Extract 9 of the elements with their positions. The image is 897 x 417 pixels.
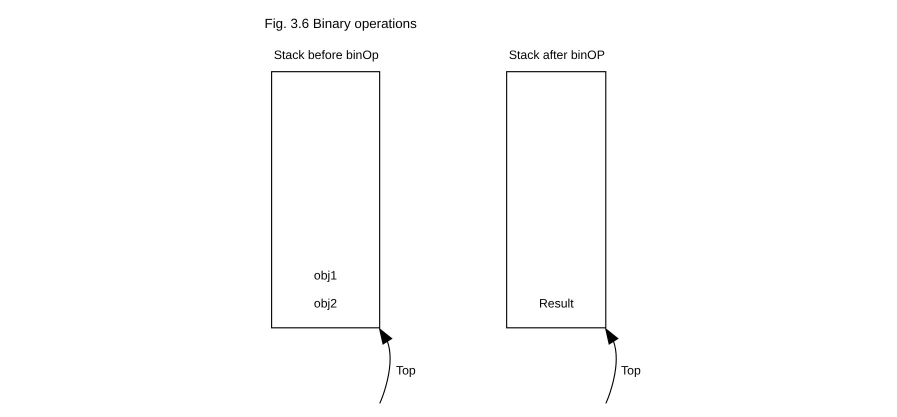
arrow [604, 328, 618, 404]
edge-label: Top [395, 363, 416, 378]
node-box: obj1 obj2 [270, 71, 380, 328]
node-box: Result [506, 71, 606, 328]
node-label: Stack before binOp [273, 48, 378, 62]
edge-label: Top [620, 363, 640, 378]
arrow [378, 328, 392, 404]
caption: Fig. 3.6 Binary operations [264, 16, 416, 31]
node-label: Stack after binOP [508, 48, 604, 62]
